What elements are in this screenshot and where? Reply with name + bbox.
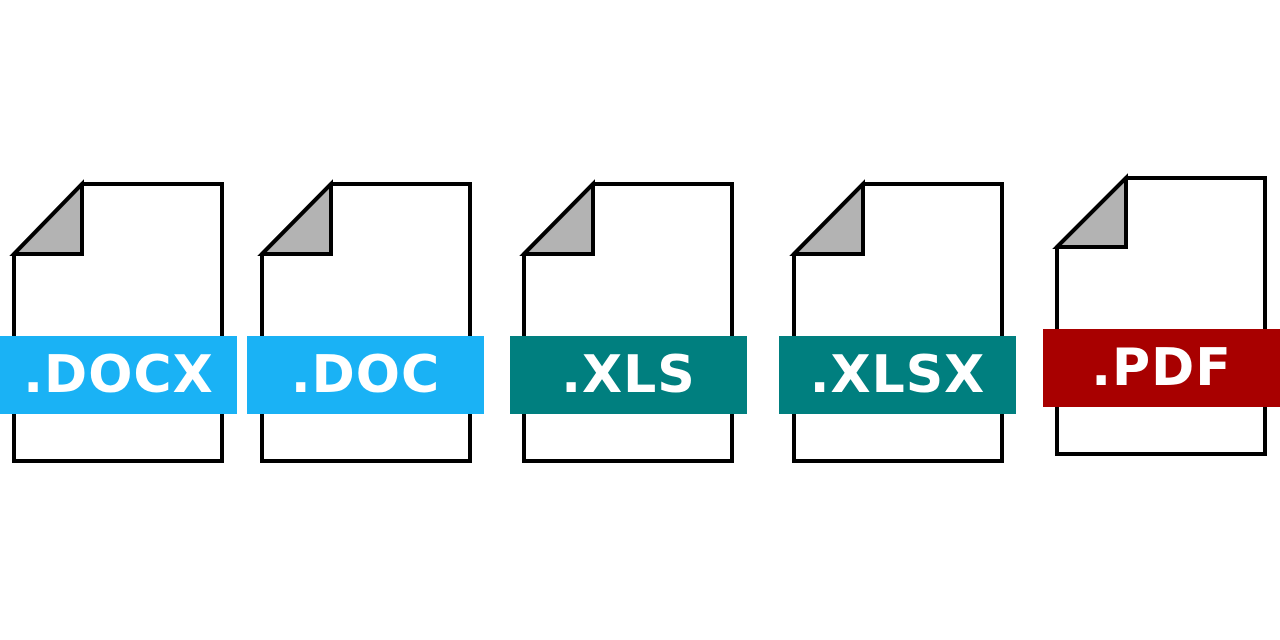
xlsx-corner-fold	[789, 179, 865, 256]
doc-file-icon	[257, 179, 472, 463]
xls-file-icon	[519, 179, 734, 463]
pdf-corner-fold	[1052, 173, 1128, 249]
doc-corner-fold	[257, 179, 333, 256]
xls-extension-label: .XLS	[561, 345, 696, 405]
pdf-file-icon	[1052, 173, 1267, 456]
pdf-label-band: .PDF	[1043, 329, 1280, 407]
xls-corner-fold	[519, 179, 595, 256]
xls-label-band: .XLS	[510, 336, 747, 414]
xlsx-extension-label: .XLSX	[809, 345, 986, 405]
doc-label-band: .DOC	[247, 336, 484, 414]
xlsx-label-band: .XLSX	[779, 336, 1016, 414]
doc-extension-label: .DOC	[290, 345, 441, 405]
docx-corner-fold	[9, 179, 84, 256]
pdf-extension-label: .PDF	[1091, 338, 1232, 398]
docx-label-band: .DOCX	[0, 336, 237, 414]
docx-extension-label: .DOCX	[23, 345, 214, 405]
docx-file-icon	[9, 179, 224, 463]
xlsx-file-icon	[789, 179, 1004, 463]
